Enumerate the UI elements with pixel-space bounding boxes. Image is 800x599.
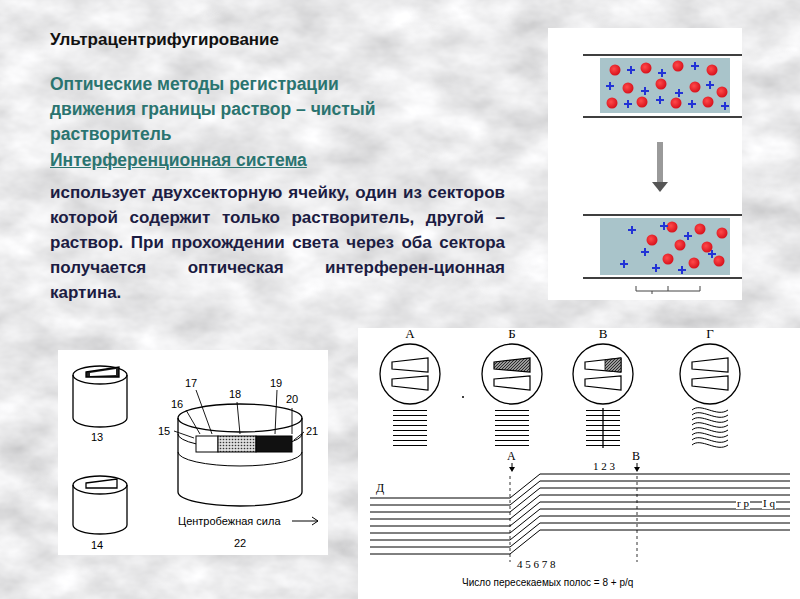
boundary-letter: В bbox=[632, 450, 640, 462]
callout-number: 19 bbox=[270, 377, 282, 389]
callout-number: 14 bbox=[91, 539, 103, 551]
cell-circle: А bbox=[376, 326, 444, 406]
callout-number: 21 bbox=[306, 425, 318, 437]
sedimentation-panel bbox=[548, 28, 742, 300]
region-letter: Д bbox=[376, 482, 384, 494]
formula-caption: Число пересекаемых полос = 8 + p/q bbox=[462, 577, 633, 589]
interference-panel bbox=[358, 328, 800, 599]
cell-circle: Г bbox=[676, 326, 744, 406]
axis-label: I q bbox=[762, 497, 776, 509]
callout-number: 22 bbox=[234, 537, 246, 549]
circle-letter: Г bbox=[676, 326, 744, 341]
cell-view bbox=[376, 342, 444, 406]
circle-letter: В bbox=[569, 326, 637, 341]
cell-circle: Б bbox=[478, 326, 546, 406]
fringe-numbers: 4 5 6 7 8 bbox=[516, 558, 557, 570]
slide-title: Ультрацентрифугирование bbox=[50, 30, 279, 50]
boundary-letter: А bbox=[507, 450, 516, 462]
callout-number: 13 bbox=[91, 431, 103, 443]
cell-view bbox=[676, 342, 744, 406]
cell-panel bbox=[58, 350, 328, 555]
callout-number: 17 bbox=[185, 377, 197, 389]
fringe-numbers: 1 2 3 bbox=[592, 460, 616, 472]
callout-number: 16 bbox=[171, 398, 183, 410]
cell-view bbox=[478, 342, 546, 406]
cell-view bbox=[569, 342, 637, 406]
circle-letter: А bbox=[376, 326, 444, 341]
cell-circle: В bbox=[569, 326, 637, 406]
subtitle: Оптические методы регистрации движения г… bbox=[50, 72, 410, 147]
body-text: использует двухсекторную ячейку, один из… bbox=[50, 180, 505, 305]
callout-number: 20 bbox=[286, 393, 298, 405]
force-label: Центробежная сила bbox=[178, 515, 281, 527]
callout-number: 15 bbox=[158, 425, 170, 437]
callout-number: 18 bbox=[229, 388, 241, 400]
section-heading: Интерференционная система bbox=[50, 150, 307, 171]
axis-label: r p bbox=[736, 497, 750, 509]
circle-letter: Б bbox=[478, 326, 546, 341]
